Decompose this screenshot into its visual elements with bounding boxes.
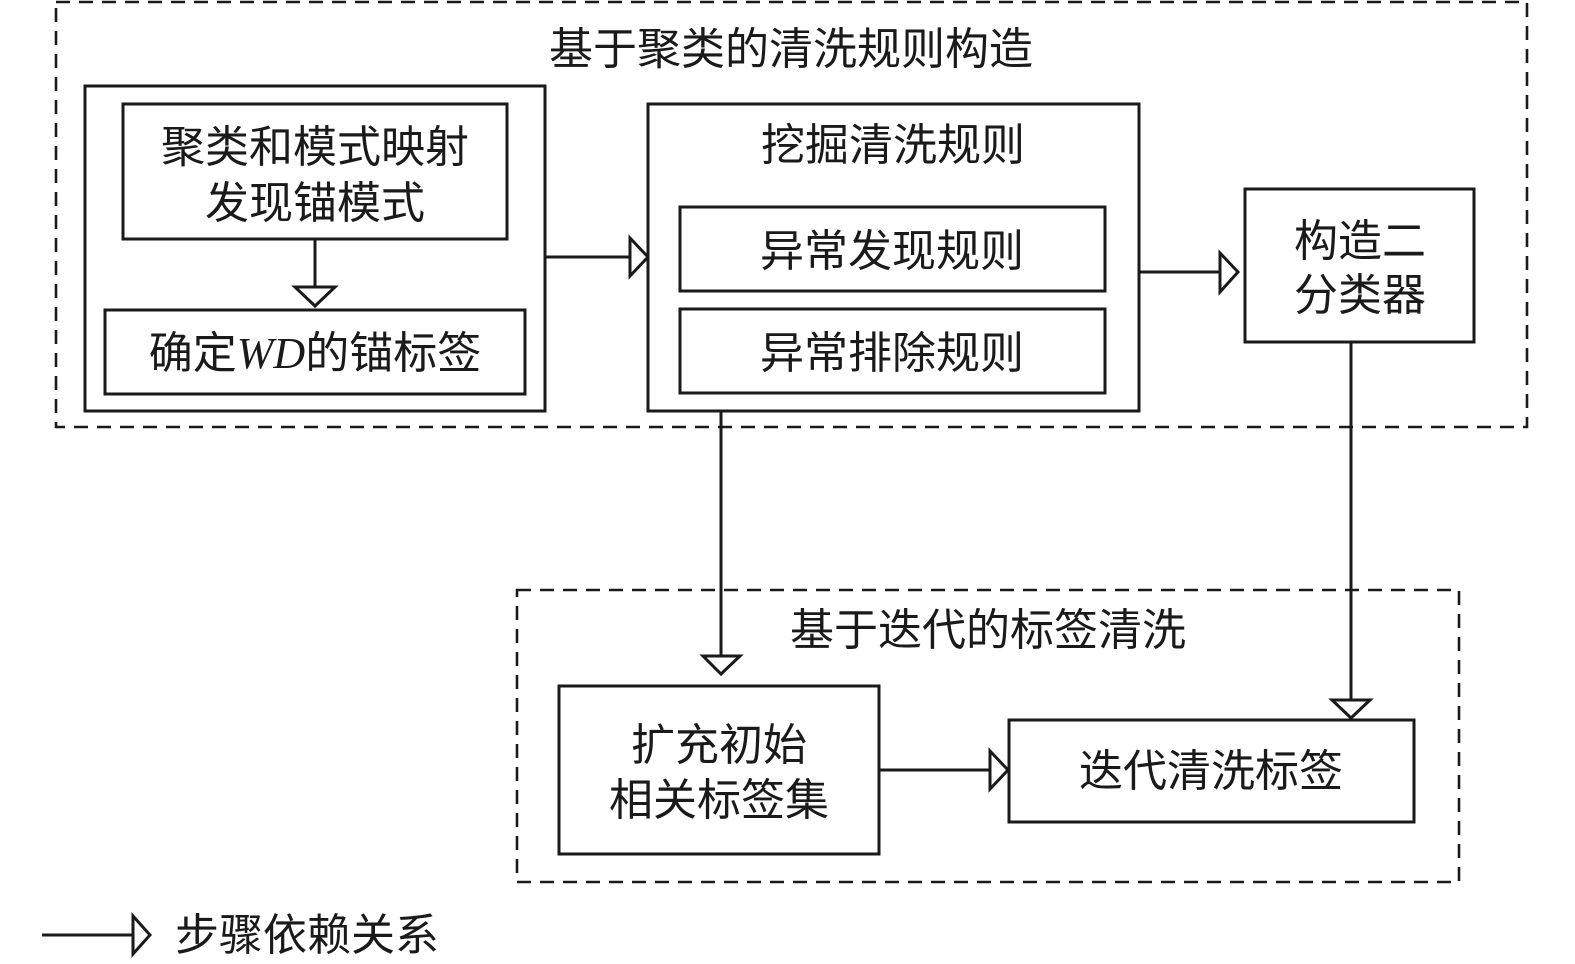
legend: 步骤依赖关系 (42, 910, 439, 961)
group-title-iterative-cleaning: 基于迭代的标签清洗 (790, 605, 1186, 656)
node-mine-rules-title: 挖掘清洗规则 (761, 120, 1025, 171)
arrowhead-icon (699, 654, 744, 677)
node-cluster-pattern-line2: 发现锚模式 (205, 178, 425, 229)
arrowhead-icon (628, 234, 651, 280)
node-cluster-pattern-line1: 聚类和模式映射 (161, 122, 469, 173)
node-binary-classifier (1243, 187, 1476, 344)
group-iterative-cleaning (515, 588, 1461, 884)
node-anomaly-discovery (678, 205, 1107, 293)
node-expand-labels (557, 684, 881, 856)
arrowhead-icon (1328, 698, 1374, 721)
anchor-label-prefix: 确定 (149, 328, 237, 379)
node-expand-labels-line2: 相关标签集 (609, 775, 829, 826)
node-anchor-label (103, 308, 527, 396)
arrowhead-icon (291, 285, 339, 309)
arrowhead-icon (1218, 249, 1241, 296)
arrowhead-icon (988, 747, 1011, 793)
anchor-label-italic: WD (237, 329, 306, 378)
node-anomaly-exclusion-text: 异常排除规则 (760, 328, 1024, 379)
node-binary-classifier-line1: 构造二 (1294, 216, 1426, 267)
node-anomaly-exclusion (678, 307, 1107, 395)
node-iterative-clean (1007, 718, 1416, 824)
node-binary-classifier-line2: 分类器 (1294, 270, 1426, 321)
node-anchor-label-text: 确定WD的锚标签 (149, 328, 481, 379)
node-cluster-pattern (121, 102, 509, 241)
node-expand-labels-line1: 扩充初始 (631, 720, 807, 771)
anchor-label-suffix: 的锚标签 (305, 328, 481, 379)
node-iterative-clean-text: 迭代清洗标签 (1079, 746, 1343, 797)
node-anomaly-discovery-text: 异常发现规则 (760, 226, 1024, 277)
legend-label: 步骤依赖关系 (175, 910, 439, 961)
group-title-rule-construction: 基于聚类的清洗规则构造 (549, 24, 1033, 75)
legend-arrowhead-icon (131, 912, 153, 958)
group-rule-construction (54, 0, 1529, 429)
